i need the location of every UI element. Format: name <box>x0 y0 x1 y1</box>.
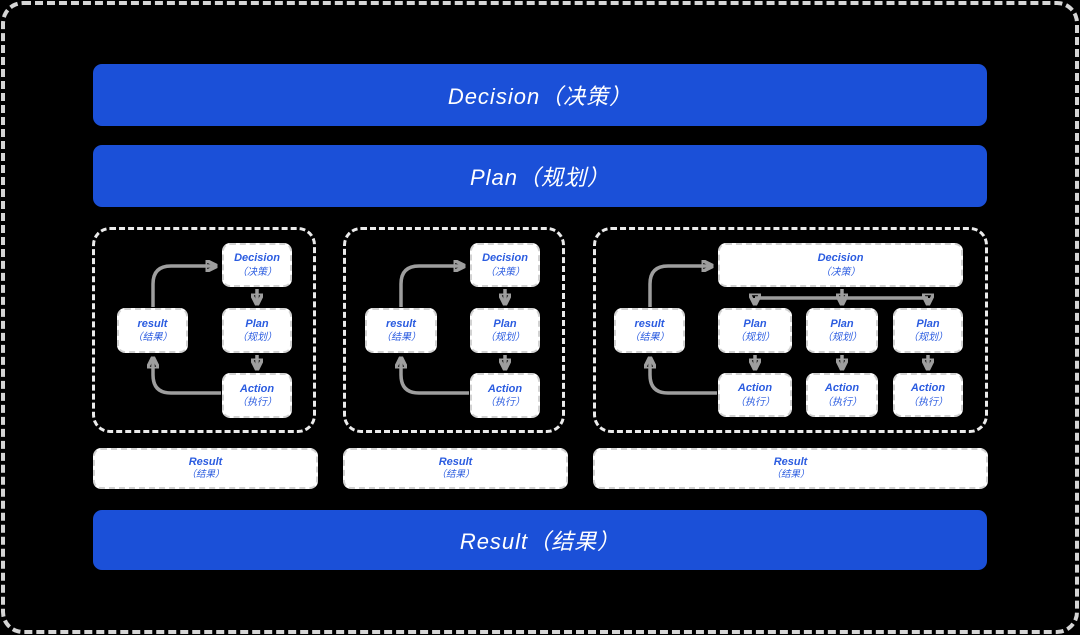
node-label-zh: （执行） <box>822 396 862 408</box>
node-result: result （结果） <box>117 308 188 353</box>
node-plan-3: Plan （规划） <box>893 308 963 353</box>
node-label-en: Decision <box>817 252 864 265</box>
node-label-en: Action <box>487 382 523 395</box>
node-decision: Decision （决策） <box>222 243 292 287</box>
node-label-zh: （执行） <box>485 397 525 409</box>
node-label-en: Plan <box>743 317 767 330</box>
result-box-label-zh: （结果） <box>771 469 810 481</box>
node-action-2: Action （执行） <box>806 373 878 417</box>
node-label-zh: （结果） <box>132 332 173 344</box>
node-action-3: Action （执行） <box>893 373 963 417</box>
node-plan: Plan （规划） <box>470 308 540 353</box>
node-label-en: result <box>137 317 168 330</box>
result-box-label-zh: （结果） <box>186 469 225 481</box>
plan-banner: Plan（规划） <box>93 145 987 207</box>
node-decision: Decision （决策） <box>470 243 540 287</box>
loop-panel-1 <box>92 227 316 433</box>
node-plan: Plan （规划） <box>222 308 292 353</box>
result-banner: Result（结果） <box>93 510 987 570</box>
node-label-zh: （结果） <box>629 332 670 344</box>
node-label-zh: （执行） <box>237 397 277 409</box>
node-label-en: Action <box>910 382 946 395</box>
node-label-zh: （规划） <box>908 332 948 344</box>
result-box-label-en: Result <box>773 455 808 468</box>
node-result: result （结果） <box>365 308 437 353</box>
result-box-1: Result （结果） <box>93 448 318 489</box>
node-label-zh: （决策） <box>820 266 861 278</box>
result-box-2: Result （结果） <box>343 448 568 489</box>
result-box-label-en: Result <box>188 455 223 468</box>
tree-panel <box>593 227 988 433</box>
node-label-en: Action <box>737 382 773 395</box>
node-label-en: Plan <box>830 317 854 330</box>
node-label-zh: （规划） <box>735 332 775 344</box>
node-label-zh: （规划） <box>485 332 525 344</box>
node-label-zh: （执行） <box>735 396 775 408</box>
result-box-label-zh: （结果） <box>436 469 475 481</box>
plan-banner-label: Plan（规划） <box>469 165 611 190</box>
node-label-zh: （执行） <box>908 396 948 408</box>
node-action: Action （执行） <box>470 373 540 418</box>
node-action: Action （执行） <box>222 373 292 418</box>
node-label-en: Decision <box>482 252 528 265</box>
node-label-zh: （决策） <box>485 266 525 278</box>
node-decision-wide: Decision （决策） <box>718 243 963 287</box>
decision-banner: Decision（决策） <box>93 64 987 126</box>
node-label-zh: （规划） <box>237 332 277 344</box>
node-label-en: Decision <box>234 252 280 265</box>
decision-banner-label: Decision（决策） <box>447 84 633 109</box>
node-label-zh: （结果） <box>381 332 421 344</box>
result-box-3: Result （结果） <box>593 448 988 489</box>
node-label-zh: （规划） <box>822 332 862 344</box>
node-label-en: result <box>386 317 416 330</box>
node-label-en: Plan <box>916 317 940 330</box>
node-label-en: Action <box>824 382 860 395</box>
node-plan-2: Plan （规划） <box>806 308 878 353</box>
node-label-en: Plan <box>493 317 517 330</box>
node-label-en: Action <box>239 382 275 395</box>
result-box-label-en: Result <box>438 455 473 468</box>
node-action-1: Action （执行） <box>718 373 792 417</box>
node-plan-1: Plan （规划） <box>718 308 792 353</box>
node-label-en: Plan <box>245 317 269 330</box>
loop-panel-2 <box>343 227 565 433</box>
node-result: result （结果） <box>614 308 685 353</box>
node-label-en: result <box>634 317 665 330</box>
node-label-zh: （决策） <box>237 266 277 278</box>
result-banner-label: Result（结果） <box>459 529 621 554</box>
